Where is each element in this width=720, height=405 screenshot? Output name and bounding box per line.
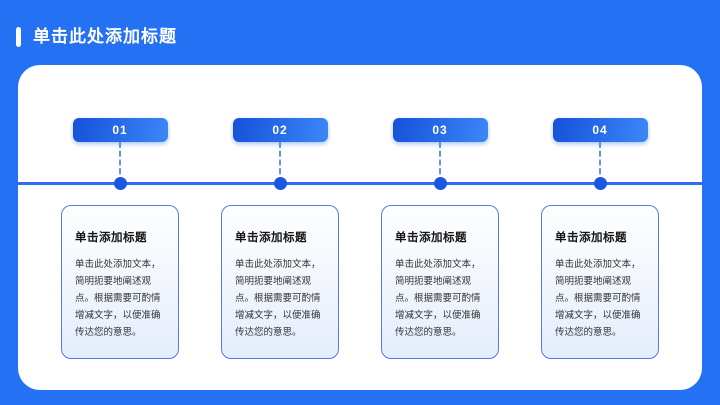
card-title[interactable]: 单击添加标题 xyxy=(75,232,147,244)
timeline-axis xyxy=(18,182,702,185)
title-accent-bar xyxy=(16,26,21,47)
card-body-text[interactable]: 单击此处添加文本，简明扼要地阐述观点。根据需要可酌情增减文字，以便准确传达您的意… xyxy=(75,259,161,338)
connector-dotted-line xyxy=(599,142,601,183)
content-panel: 01 单击添加标题 单击此处添加文本，简明扼要地阐述观点。根据需要可酌情增减文字… xyxy=(18,65,702,390)
timeline-dot xyxy=(113,177,127,190)
step-number-badge[interactable]: 04 xyxy=(552,118,648,142)
slide-header: 单击此处添加标题 xyxy=(16,26,177,47)
connector-dotted-line xyxy=(119,142,121,183)
timeline-dot xyxy=(273,177,287,190)
step-card[interactable]: 单击添加标题 单击此处添加文本，简明扼要地阐述观点。根据需要可酌情增减文字，以便… xyxy=(381,205,499,359)
card-title[interactable]: 单击添加标题 xyxy=(555,232,627,244)
step-card[interactable]: 单击添加标题 单击此处添加文本，简明扼要地阐述观点。根据需要可酌情增减文字，以便… xyxy=(221,205,339,359)
card-title[interactable]: 单击添加标题 xyxy=(395,232,467,244)
timeline-step-4: 04 单击添加标题 单击此处添加文本，简明扼要地阐述观点。根据需要可酌情增减文字… xyxy=(520,65,680,359)
step-card[interactable]: 单击添加标题 单击此处添加文本，简明扼要地阐述观点。根据需要可酌情增减文字，以便… xyxy=(541,205,659,359)
card-body-text[interactable]: 单击此处添加文本，简明扼要地阐述观点。根据需要可酌情增减文字，以便准确传达您的意… xyxy=(395,259,481,338)
timeline-step-2: 02 单击添加标题 单击此处添加文本，简明扼要地阐述观点。根据需要可酌情增减文字… xyxy=(200,65,360,359)
card-title[interactable]: 单击添加标题 xyxy=(235,232,307,244)
step-card[interactable]: 单击添加标题 单击此处添加文本，简明扼要地阐述观点。根据需要可酌情增减文字，以便… xyxy=(61,205,179,359)
timeline-dot xyxy=(433,177,447,190)
step-number-badge[interactable]: 03 xyxy=(392,118,488,142)
card-body-text[interactable]: 单击此处添加文本，简明扼要地阐述观点。根据需要可酌情增减文字，以便准确传达您的意… xyxy=(555,259,641,338)
timeline-step-1: 01 单击添加标题 单击此处添加文本，简明扼要地阐述观点。根据需要可酌情增减文字… xyxy=(40,65,200,359)
timeline-dot xyxy=(593,177,607,190)
step-number-badge[interactable]: 01 xyxy=(72,118,168,142)
timeline-step-3: 03 单击添加标题 单击此处添加文本，简明扼要地阐述观点。根据需要可酌情增减文字… xyxy=(360,65,520,359)
step-number-badge[interactable]: 02 xyxy=(232,118,328,142)
connector-dotted-line xyxy=(439,142,441,183)
connector-dotted-line xyxy=(279,142,281,183)
page-title[interactable]: 单击此处添加标题 xyxy=(33,27,177,46)
timeline-columns: 01 单击添加标题 单击此处添加文本，简明扼要地阐述观点。根据需要可酌情增减文字… xyxy=(40,65,680,359)
card-body-text[interactable]: 单击此处添加文本，简明扼要地阐述观点。根据需要可酌情增减文字，以便准确传达您的意… xyxy=(235,259,321,338)
